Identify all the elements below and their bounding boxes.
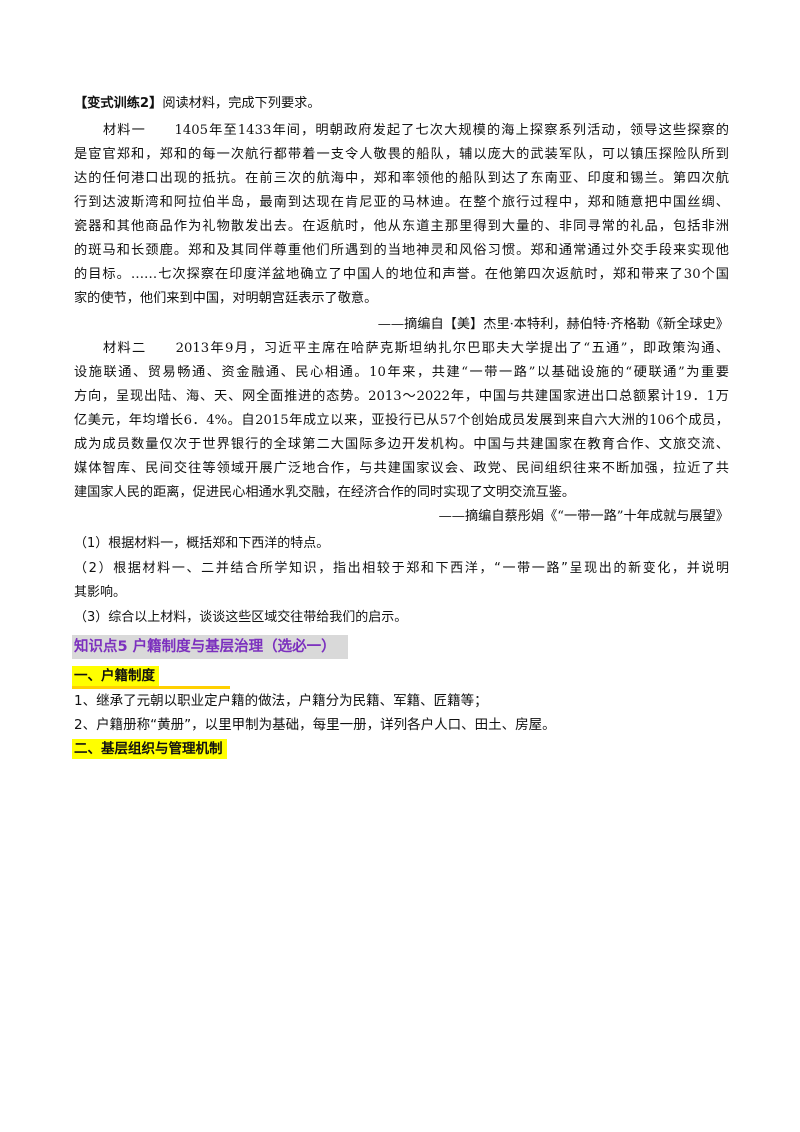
section1-item: 1、继承了元朝以职业定户籍的做法，户籍分为民籍、军籍、匠籍等； bbox=[74, 693, 488, 709]
material1-line: 的目标。……七次探察在印度洋盆地确立了中国人的地位和声誉。在他第四次返航时，郑和… bbox=[74, 267, 729, 282]
exercise-instruction: 阅读材料，完成下列要求。 bbox=[162, 96, 321, 111]
exercise-header: 【变式训练2】阅读材料，完成下列要求。 bbox=[74, 92, 729, 116]
material2-line: 成为成员数量仅次于世界银行的全球第二大国际多边开发机构。中国与共建国家在教育合作… bbox=[74, 437, 729, 452]
material1-line: 的斑马和长颈鹿。郑和及其同伴尊重他们所遇到的当地神灵和风俗习惯。郑和通常通过外交… bbox=[74, 243, 729, 258]
question-2: （2）根据材料一、二并结合所学知识，指出相较于郑和下西洋，“一带一路”呈现出的新… bbox=[74, 561, 729, 576]
section2-heading: 二、基层组织与管理机制 bbox=[72, 739, 227, 759]
material2-line: 媒体智库、民间交往等领域开展广泛地合作，与共建国家议会、政党、民间组织往来不断加… bbox=[74, 461, 729, 476]
section1-item: 2、户籍册称“黄册”，以里甲制为基础，每里一册，详列各户人口、田土、房屋。 bbox=[74, 717, 556, 733]
material1-line: 达的任何港口出现的抵抗。在前三次的航海中，郑和率领他的船队到达了东南亚、印度和锡… bbox=[74, 171, 729, 186]
material2-line: 方向，呈现出陆、海、天、网全面推进的态势。2013～2022年，中国与共建国家进… bbox=[74, 389, 729, 404]
section1-heading-underline bbox=[72, 686, 230, 689]
material2-line: 设施联通、贸易畅通、资金融通、民心相通。10年来，共建“一带一路”以基础设施的“… bbox=[74, 365, 729, 380]
knowledge-point-title: 知识点5 户籍制度与基层治理（选必一） bbox=[72, 635, 348, 659]
material1-source: ——摘编自【美】杰里·本特利，赫伯特·齐格勒《新全球史》 bbox=[377, 317, 729, 332]
material1-line: 材料一 1405年至1433年间，明朝政府发起了七次大规模的海上探察系列活动，领… bbox=[103, 123, 729, 138]
material2-line: 材料二 2013年9月，习近平主席在哈萨克斯坦纳扎尔巴耶夫大学提出了“五通”，即… bbox=[103, 341, 729, 356]
question-3: （3）综合以上材料，谈谈这些区域交往带给我们的启示。 bbox=[74, 610, 408, 625]
material2-source: ——摘编自蔡彤娟《“一带一路”十年成就与展望》 bbox=[438, 509, 729, 524]
material1-line: 家的使节，他们来到中国，对明朝宫廷表示了敬意。 bbox=[74, 291, 378, 306]
section1-heading: 一、户籍制度 bbox=[72, 666, 159, 686]
material1-line: 行到达波斯湾和阿拉伯半岛，最南到达现在肯尼亚的马林迪。在整个旅行过程中，郑和随意… bbox=[74, 195, 729, 210]
material1-line: 瓷器和其他商品作为礼物散发出去。在返航时，他从东道主那里得到大量的、非同寻常的礼… bbox=[74, 219, 729, 234]
question-2-continued: 其影响。 bbox=[74, 585, 127, 600]
question-1: （1）根据材料一，概括郑和下西洋的特点。 bbox=[74, 536, 330, 551]
material2-line: 建国家人民的距离，促进民心相通水乳交融，在经济合作的同时实现了文明交流互鉴。 bbox=[74, 485, 576, 500]
material2-line: 亿美元，年均增长6．4%。自2015年成立以来，亚投行已从57个创始成员发展到来… bbox=[74, 413, 729, 428]
exercise-title: 【变式训练2】 bbox=[74, 96, 163, 111]
material1-line: 是宦官郑和，郑和的每一次航行都带着一支令人敬畏的船队，辅以庞大的武装军队，可以镇… bbox=[74, 147, 729, 162]
